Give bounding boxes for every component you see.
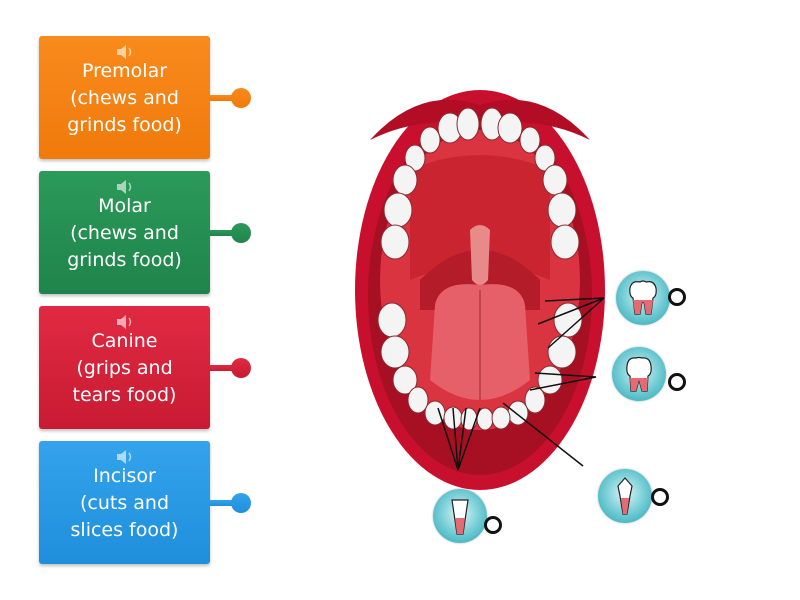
hotspot-target-canine[interactable] xyxy=(651,488,669,506)
drag-handle[interactable] xyxy=(231,88,251,108)
label-text: Molar (chews and grinds food) xyxy=(67,195,182,271)
drag-handle[interactable] xyxy=(231,358,251,378)
connector-line xyxy=(210,230,236,236)
label-card-canine[interactable]: Canine (grips and tears food) xyxy=(39,306,210,429)
label-card-molar[interactable]: Molar (chews and grinds food) xyxy=(39,171,210,294)
connector-line xyxy=(210,365,236,371)
connector-line xyxy=(210,500,236,506)
drag-handle[interactable] xyxy=(231,223,251,243)
speaker-icon[interactable] xyxy=(115,44,135,60)
label-text: Canine (grips and tears food) xyxy=(72,330,177,406)
canine-tooth-icon xyxy=(617,477,633,515)
label-card-premolar[interactable]: Premolar (chews and grinds food) xyxy=(39,36,210,159)
label-text: Premolar (chews and grinds food) xyxy=(67,60,182,136)
hotspot-premolar[interactable] xyxy=(612,347,666,401)
label-card-incisor[interactable]: Incisor (cuts and slices food) xyxy=(39,441,210,564)
speaker-icon[interactable] xyxy=(115,449,135,465)
molar-tooth-icon xyxy=(629,280,657,315)
hotspot-incisor[interactable] xyxy=(433,489,487,543)
drag-handle[interactable] xyxy=(231,493,251,513)
speaker-icon[interactable] xyxy=(115,314,135,330)
incisor-tooth-icon xyxy=(451,499,469,535)
label-text: Incisor (cuts and slices food) xyxy=(70,465,179,541)
hotspot-target-premolar[interactable] xyxy=(668,373,686,391)
hotspot-molar[interactable] xyxy=(616,271,670,325)
connector-line xyxy=(210,95,236,101)
hotspot-target-incisor[interactable] xyxy=(484,516,502,534)
hotspot-canine[interactable] xyxy=(598,469,652,523)
mouth-illustration xyxy=(355,90,605,490)
hotspot-target-molar[interactable] xyxy=(668,288,686,306)
speaker-icon[interactable] xyxy=(115,179,135,195)
premolar-tooth-icon xyxy=(626,356,652,392)
